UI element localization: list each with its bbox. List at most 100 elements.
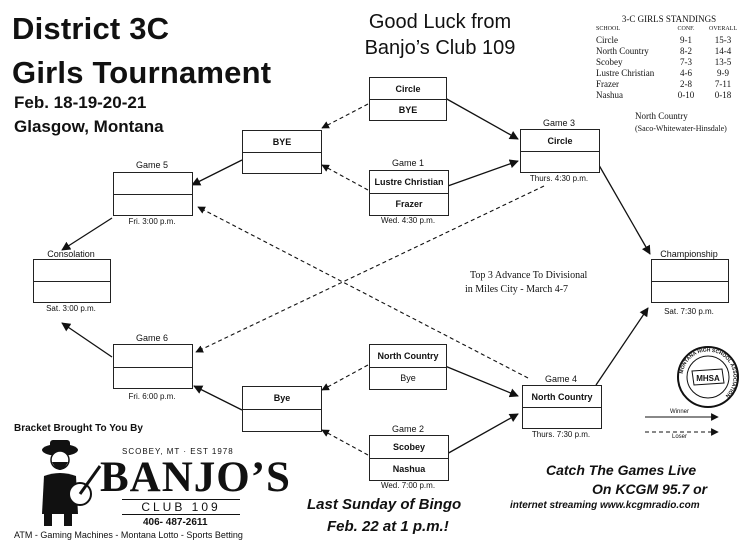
title-line-1: District 3C <box>12 11 170 46</box>
standings-row: Frazer 2-8 7-11 <box>594 79 744 90</box>
bingo-line-1: Last Sunday of Bingo <box>307 496 462 513</box>
standings-cell-school: Lustre Christian <box>596 68 655 78</box>
game-4-time: Thurs. 7:30 p.m. <box>531 430 591 439</box>
bracket-slot-team <box>243 409 321 431</box>
bracket-box-game-6 <box>113 344 193 389</box>
bracket-slot-team <box>114 367 192 389</box>
line-game4-to-championship <box>595 307 649 386</box>
sponsor-logo-club: CLUB 109 <box>122 499 240 515</box>
bracket-slot-team: North Country <box>370 345 446 368</box>
line-game5-to-consolation <box>61 217 113 251</box>
game-6-label: Game 6 <box>135 333 168 343</box>
bracket-slot-team: BYE <box>398 104 418 115</box>
bracket-box-r1-bottom: North Country Bye <box>369 344 447 390</box>
loser-line-r1bottom-to-bye <box>321 364 369 391</box>
consolation-time: Sat. 3:00 p.m. <box>46 304 96 313</box>
line-bye-top-to-game5 <box>191 159 243 186</box>
loser-line-game2-to-bye <box>321 429 369 456</box>
radio-line-2: On KCGM 95.7 or <box>592 481 708 497</box>
bracket-box-game-1: Lustre Christian Frazer <box>369 170 449 216</box>
standings-col-overall: OVERALL <box>709 26 737 32</box>
standings-cell-overall: 14-4 <box>714 46 732 56</box>
bracket-slot-team: Frazer <box>395 199 423 209</box>
bracket-slot-team <box>243 152 321 173</box>
banjo-player-icon <box>42 440 102 526</box>
bracket-slot-team: Bye <box>400 373 416 383</box>
legend-winner-label: Winner <box>670 409 690 415</box>
standings-cell-overall: 15-3 <box>714 35 732 45</box>
good-luck-line-1: Good Luck from <box>368 11 512 33</box>
good-luck-line-2: Banjo’s Club 109 <box>364 37 516 59</box>
standings-cell-school: North Country <box>596 46 649 56</box>
bracket-box-championship <box>651 259 729 303</box>
game-3-label: Game 3 <box>542 118 575 128</box>
bracket-box-game-4: North Country <box>522 385 602 429</box>
game-2-label: Game 2 <box>391 424 424 434</box>
bracket-slot-team: BYE <box>243 131 321 153</box>
loser-line-game1-to-bye <box>321 164 369 191</box>
bracket-box-bye-bottom: Bye <box>242 386 322 432</box>
coop-schools: (Saco-Whitewater-Hinsdale) <box>635 124 727 133</box>
radio-line-1: Catch The Games Live <box>546 462 697 478</box>
championship-time: Sat. 7:30 p.m. <box>664 307 714 316</box>
line-game1-to-game3 <box>444 159 519 188</box>
standings-cell-conf: 8-2 <box>680 46 692 56</box>
game-6-time: Fri. 6:00 p.m. <box>128 392 176 401</box>
title-line-2: Girls Tournament <box>12 55 272 90</box>
bracket-slot-team <box>34 260 110 282</box>
svg-text:MHSA: MHSA <box>696 374 720 383</box>
standings-row: Scobey 7-3 13-5 <box>594 57 744 68</box>
mhsa-logo: MONTANA HIGH SCHOOL ASSOCIATION MHSA <box>677 346 739 408</box>
consolation-label: Consolation <box>47 249 95 259</box>
loser-line-game3-to-game6 <box>195 185 545 353</box>
bracket-box-game-2: Scobey Nashua <box>369 435 449 481</box>
tournament-dates: Feb. 18-19-20-21 <box>14 93 147 112</box>
game-2-time: Wed. 7:00 p.m. <box>380 481 436 490</box>
bracket-slot-team: North Country <box>523 386 601 408</box>
standings-cell-conf: 0-10 <box>677 90 695 100</box>
sponsor-services: ATM - Gaming Machines - Montana Lotto - … <box>14 530 243 540</box>
loser-line-game4-to-game5 <box>197 206 529 379</box>
bracket-slot-team: Circle <box>370 78 446 100</box>
tournament-location: Glasgow, Montana <box>14 117 164 136</box>
line-game6-to-consolation <box>61 322 113 358</box>
game-1-time: Wed. 4:30 p.m. <box>380 216 436 225</box>
sponsor-tagline: SCOBEY, MT · EST 1978 <box>122 447 234 456</box>
standings-table-block: 3-C GIRLS STANDINGS SCHOOL CONF. OVERALL… <box>594 14 744 101</box>
bracket-slot-team <box>652 260 728 282</box>
bracket-box-game-5 <box>113 172 193 216</box>
sponsor-brought-by: Bracket Brought To You By <box>14 423 143 434</box>
standings-cell-overall: 13-5 <box>714 57 732 67</box>
game-1-label: Game 1 <box>391 158 424 168</box>
radio-line-3: internet streaming www.kcgmradio.com <box>510 500 700 511</box>
bracket-box-r1-top: Circle BYE <box>369 77 447 121</box>
standings-cell-conf: 7-3 <box>680 57 692 67</box>
bracket-slot-team <box>114 194 192 215</box>
standings-cell-school: Scobey <box>596 57 623 67</box>
game-3-time: Thurs. 4:30 p.m. <box>529 174 589 183</box>
bracket-box-consolation <box>33 259 111 303</box>
bracket-slot-team <box>523 407 601 428</box>
bracket-slot-team: Nashua <box>392 464 426 474</box>
standings-cell-school: Frazer <box>596 79 619 89</box>
standings-cell-conf: 9-1 <box>680 35 692 45</box>
standings-cell-conf: 4-6 <box>680 68 692 78</box>
legend-loser-label: Loser <box>672 434 688 440</box>
coop-team: North Country <box>635 111 688 121</box>
bracket-slot-team <box>652 281 728 302</box>
game-4-label: Game 4 <box>544 374 577 384</box>
standings-cell-overall: 7-11 <box>714 79 732 89</box>
standings-row: North Country 8-2 14-4 <box>594 46 744 57</box>
standings-cell-conf: 2-8 <box>680 79 692 89</box>
line-game3-to-championship <box>595 159 651 255</box>
standings-cell-overall: 0-18 <box>714 90 732 100</box>
bracket-slot-team: Lustre Christian <box>370 171 448 194</box>
line-r1bottom-to-game4 <box>444 365 519 398</box>
standings-cell-school: Circle <box>596 35 618 45</box>
bracket-slot-team <box>114 173 192 195</box>
bracket-slot-team: Circle <box>521 130 599 152</box>
